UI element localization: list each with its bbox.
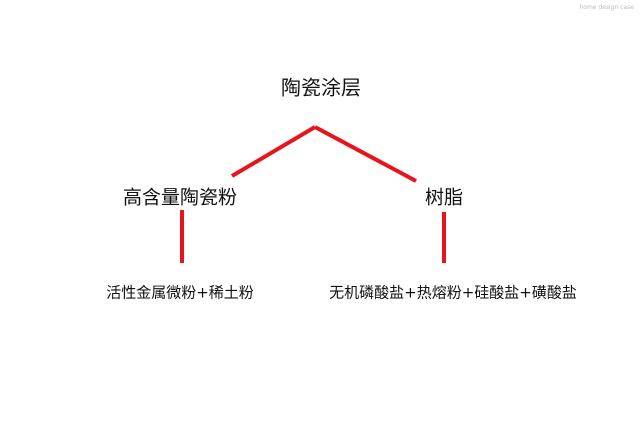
watermark: home design case xyxy=(579,4,634,11)
leaf-metal-powder: 活性金属微粉+稀土粉 xyxy=(106,283,254,302)
connector-root-left xyxy=(230,125,317,178)
leaf-inorganic-phosphate: 无机磷酸盐+热熔粉+硅酸盐+磺酸盐 xyxy=(329,283,577,302)
root-node: 陶瓷涂层 xyxy=(281,75,361,100)
node-ceramic-powder: 高含量陶瓷粉 xyxy=(122,186,238,209)
connector-root-right xyxy=(314,125,417,183)
node-resin: 树脂 xyxy=(424,186,464,209)
